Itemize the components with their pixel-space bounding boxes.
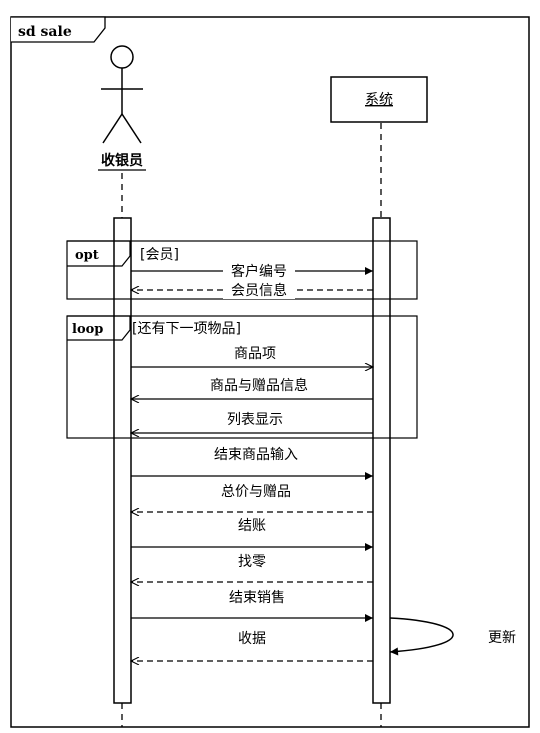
message-label: 更新 bbox=[488, 630, 516, 646]
actor-label: 收银员 bbox=[101, 152, 143, 169]
actor-icon bbox=[101, 45, 143, 144]
system-object-box bbox=[330, 76, 428, 123]
message-label: 会员信息 bbox=[231, 282, 287, 299]
message-label: 收据 bbox=[238, 631, 266, 647]
loop-fragment-guard: [还有下一项物品] bbox=[132, 321, 241, 337]
message-label: 结束商品输入 bbox=[214, 447, 298, 463]
message-label: 结账 bbox=[238, 518, 266, 534]
message-label: 客户编号 bbox=[231, 263, 287, 280]
opt-fragment-operator: opt bbox=[75, 248, 99, 263]
message-label: 商品项 bbox=[234, 346, 276, 362]
message-label: 总价与赠品 bbox=[221, 484, 291, 500]
opt-fragment-tab bbox=[67, 240, 131, 267]
frame-title-tab bbox=[11, 16, 106, 43]
actor-activation-bar bbox=[113, 217, 132, 704]
system-activation-bar bbox=[372, 217, 391, 704]
message-label-background bbox=[223, 262, 295, 280]
message-arrow bbox=[389, 617, 454, 656]
loop-fragment-operator: loop bbox=[72, 322, 103, 337]
loop-fragment-tab bbox=[67, 315, 131, 341]
diagram-frame bbox=[10, 16, 530, 728]
frame-title: sd sale bbox=[18, 24, 72, 40]
messages-layer: 客户编号会员信息商品项商品与赠品信息列表显示结束商品输入总价与赠品结账找零结束销… bbox=[131, 262, 516, 661]
message-label: 结束销售 bbox=[229, 590, 285, 606]
message-label: 商品与赠品信息 bbox=[210, 377, 308, 394]
message-label: 找零 bbox=[238, 554, 266, 570]
message-label-background bbox=[223, 281, 295, 299]
system-object-label: 系统 bbox=[365, 92, 393, 108]
opt-fragment-guard: [会员] bbox=[140, 247, 179, 263]
message-label: 列表显示 bbox=[227, 412, 283, 428]
loop-fragment bbox=[66, 315, 418, 439]
